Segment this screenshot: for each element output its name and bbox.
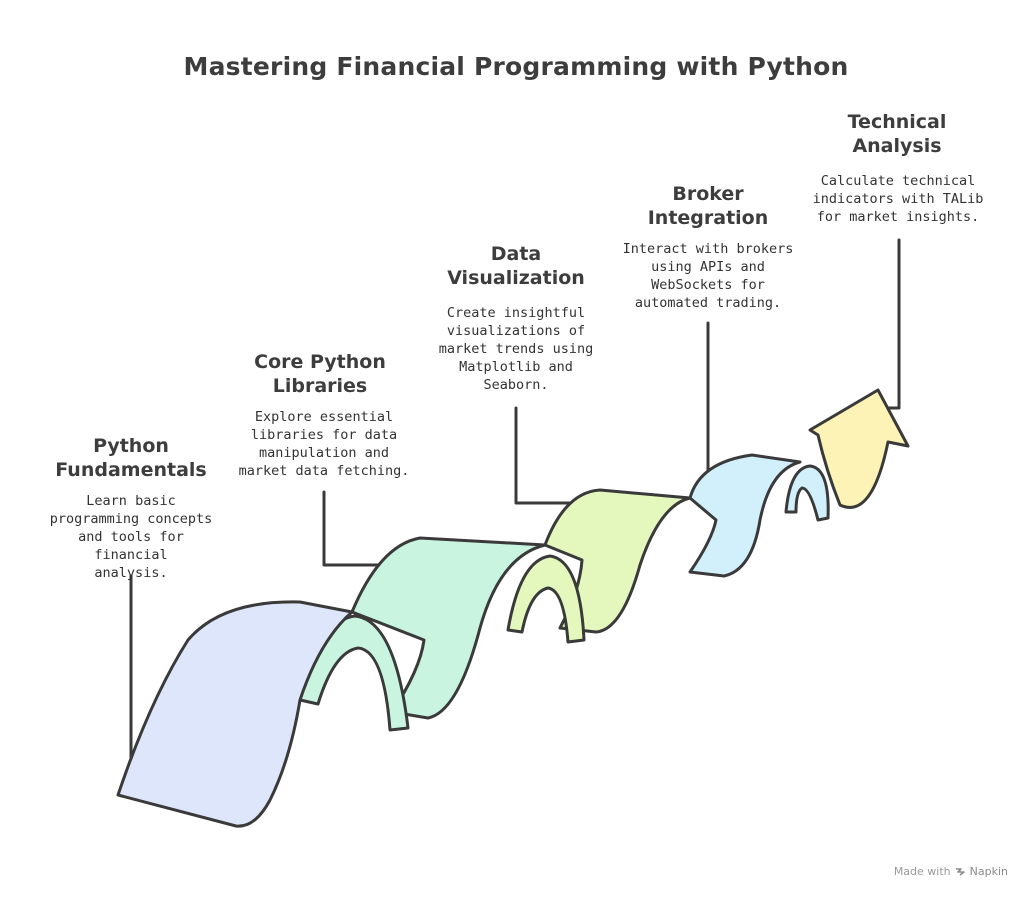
step-desc-technical-analysis: Calculate technical indicators with TALi… <box>812 173 984 225</box>
ribbon-segment-core-python-libraries <box>350 536 547 720</box>
napkin-logo-icon <box>955 868 965 876</box>
step-desc-broker-integration: Interact with brokers using APIs and Web… <box>622 241 794 311</box>
diagram-title: Mastering Financial Programming with Pyt… <box>183 52 849 81</box>
step-title-data-visualization: Data Visualization <box>447 243 585 289</box>
step-desc-python-fundamentals: Learn basic programming concepts and too… <box>49 493 213 581</box>
step-desc-data-visualization: Create insightful visualizations of mark… <box>438 305 594 393</box>
step-title-broker-integration: Broker Integration <box>647 183 769 229</box>
ribbon-fold-data-visualization <box>506 554 586 644</box>
made-with-footer: Made with Napkin <box>894 865 1008 878</box>
ribbon-segment-technical-analysis <box>808 388 910 509</box>
ribbon-segment-broker-integration <box>688 453 802 578</box>
step-desc-core-python-libraries: Explore essential libraries for data man… <box>238 409 410 479</box>
ribbon-fold-broker-integration <box>784 464 830 522</box>
step-title-core-python-libraries: Core Python Libraries <box>254 351 386 397</box>
connector-line-5 <box>878 238 901 410</box>
step-title-technical-analysis: Technical Analysis <box>847 111 947 157</box>
step-title-python-fundamentals: Python Fundamentals <box>55 435 207 481</box>
connector-line-3 <box>514 406 580 505</box>
made-with-label: Made with <box>893 865 951 878</box>
ribbon-segment-python-fundamentals <box>116 600 354 828</box>
connector-line-2 <box>322 490 387 567</box>
napkin-brand: Napkin <box>969 865 1008 878</box>
